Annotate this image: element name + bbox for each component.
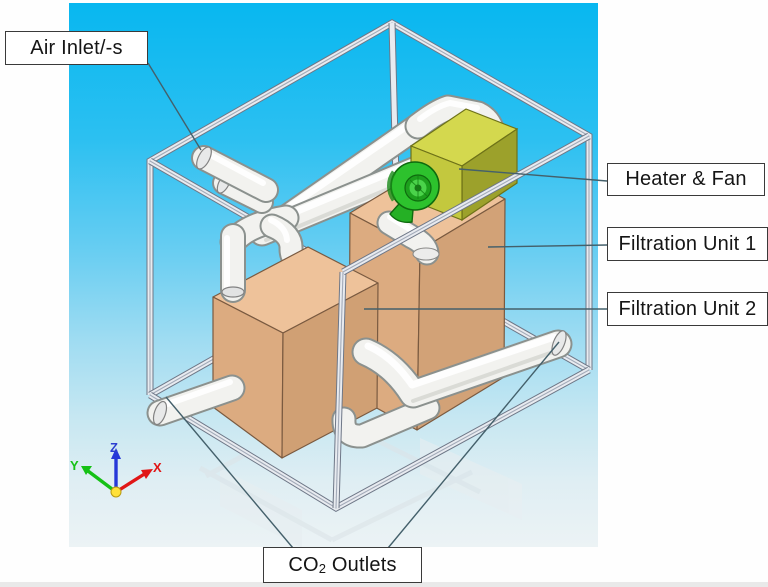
x-axis-label: X [153, 460, 162, 475]
y-axis-label: Y [70, 458, 79, 473]
bottom-strip [0, 582, 768, 587]
duct-flange [412, 247, 440, 261]
x-axis-arrow [141, 469, 153, 479]
air-inlet-opening [196, 146, 212, 170]
duct-opening [221, 286, 245, 298]
filtration-unit-1-label: Filtration Unit 1 [607, 227, 768, 261]
co2-label-prefix: CO [288, 553, 319, 576]
heater-fan-label: Heater & Fan [607, 163, 765, 196]
co2-right-leader [387, 341, 560, 549]
co2-left-leader [165, 396, 294, 549]
co2-outlet-pipes [146, 329, 573, 449]
filtration-unit-1-label-text: Filtration Unit 1 [618, 232, 757, 255]
axis-origin [110, 486, 122, 498]
vertical-duct [220, 223, 246, 303]
leader-lines [147, 62, 608, 549]
z-axis-arrow [111, 448, 121, 459]
co2-outlet-opening [152, 400, 168, 426]
filtration-unit-2-label: Filtration Unit 2 [607, 292, 768, 326]
filtration-unit-1-leader [487, 244, 608, 248]
frame-front-edges [332, 132, 591, 509]
fan [387, 161, 440, 224]
air-inlet-label: Air Inlet/-s [5, 31, 148, 65]
z-axis-label: Z [110, 440, 118, 455]
y-axis-arrow [81, 466, 92, 475]
air-inlet-leader [147, 62, 202, 151]
floor-reflection [198, 427, 522, 548]
heater-fan-leader [458, 168, 608, 182]
air-inlet-label-text: Air Inlet/-s [30, 36, 123, 59]
axis-triad: Z X Y [70, 440, 162, 498]
heater-fan-label-text: Heater & Fan [625, 168, 747, 190]
filtration-unit-2-label-text: Filtration Unit 2 [618, 297, 757, 320]
co2-label-suffix: Outlets [331, 553, 397, 576]
